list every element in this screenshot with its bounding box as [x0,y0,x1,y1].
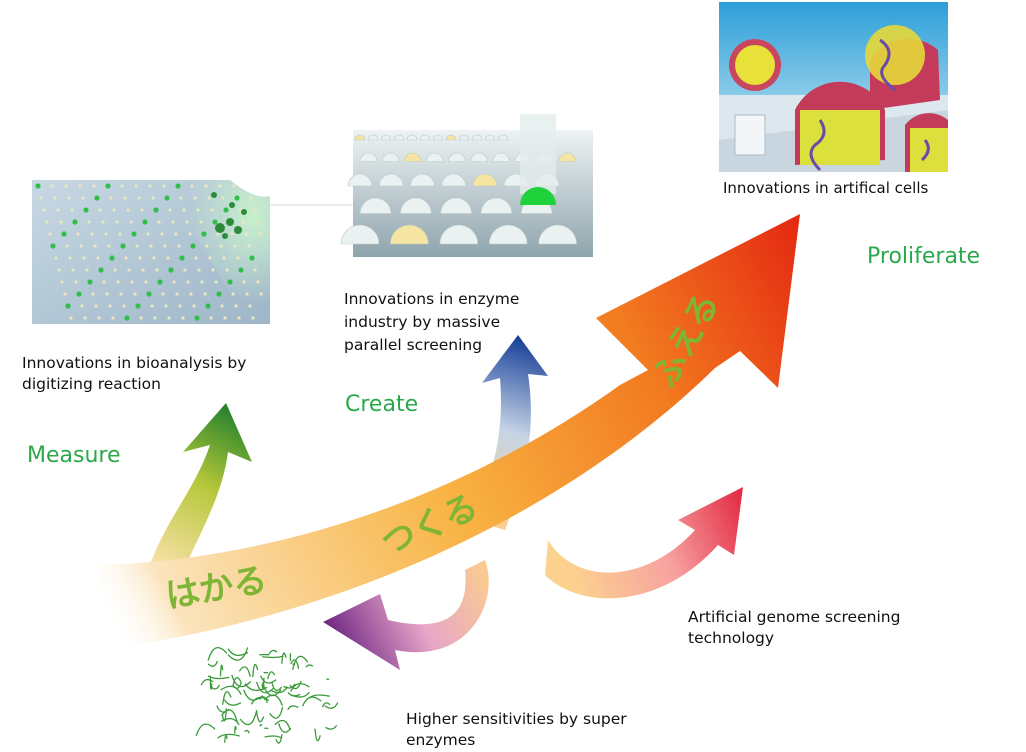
bioanalysis-image [32,180,270,324]
genome-arrow [545,487,743,599]
enzyme-arrow [323,560,489,670]
genome-screening-caption: Artificial genome screening technology [688,608,901,647]
proliferate-label: Proliferate [867,244,981,269]
main-arrow [100,214,800,650]
bioanalysis-caption: Innovations in bioanalysis by digitizing… [22,354,247,393]
protein-image [195,646,339,744]
create-label: Create [345,392,419,417]
super-enzymes-caption: Higher sensitivities by super enzymes [406,710,627,749]
cells-image [719,2,948,172]
enzyme-industry-caption: Innovations in enzyme industry by massiv… [344,290,520,354]
enzyme-image [340,114,593,257]
measure-arrow [148,403,252,580]
measure-label: Measure [27,443,121,468]
artificial-cells-caption: Innovations in artifical cells [723,179,929,197]
